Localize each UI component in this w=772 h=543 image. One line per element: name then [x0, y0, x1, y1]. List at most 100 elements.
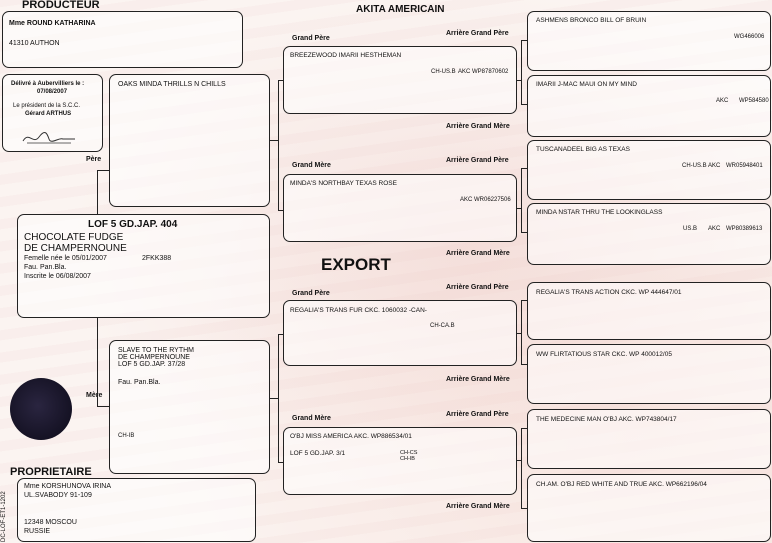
connector-line	[97, 318, 99, 406]
ggp2-name: IMARII J-MAC MAUI ON MY MIND	[536, 81, 637, 88]
great-grandparent-box-5: REGALIA'S TRANS ACTION CKC. WP 444647/01	[527, 282, 771, 340]
grand-pere-label-2: Grand Père	[292, 290, 330, 297]
dam-name-line2: DE CHAMPERNOUNE	[118, 354, 190, 361]
connector-line	[521, 168, 527, 170]
connector-line	[521, 40, 523, 104]
dog-box: LOF 5 GD.JAP. 404 CHOCOLATE FUDGE DE CHA…	[17, 214, 270, 318]
sire-name: OAKS MINDA THRILLS N CHILLS	[118, 81, 226, 88]
arriere-grand-mere-label-2: Arrière Grand Mère	[446, 250, 510, 257]
gm1-name: MINDA'S NORTHBAY TEXAS ROSE	[290, 180, 397, 187]
ggp1-name: ASHMENS BRONCO BILL OF BRUIN	[536, 17, 647, 24]
connector-line	[270, 140, 278, 142]
connector-line	[278, 210, 283, 212]
proprietaire-heading: PROPRIETAIRE	[10, 466, 92, 478]
great-grandparent-box-3: TUSCANADEEL BIG AS TEXAS CH-US.B AKC WR0…	[527, 140, 771, 200]
ggp4-title: US.B	[683, 226, 698, 232]
dog-birth: Femelle née le 05/01/2007	[24, 255, 107, 262]
grand-mere-label-2: Grand Mère	[292, 415, 331, 422]
connector-line	[521, 428, 523, 508]
connector-line	[278, 80, 280, 210]
ggp3-title: CH-US.B	[682, 163, 707, 169]
arriere-grand-mere-label-4: Arrière Grand Mère	[446, 503, 510, 510]
connector-line	[517, 80, 522, 82]
connector-line	[521, 508, 527, 510]
ggp8-name: CH.AM. O'BJ RED WHITE AND TRUE AKC. WP66…	[536, 481, 707, 488]
gp1-title: CH-US.B	[431, 69, 456, 75]
mere-label: Mère	[86, 392, 103, 399]
connector-line	[521, 232, 527, 234]
gm2-title1: CH-CS	[400, 450, 418, 456]
proprietaire-name: Mme KORSHUNOVA IRINA	[24, 483, 111, 490]
delivery-line1: Délivré à Aubervilliers le :	[11, 81, 85, 87]
arriere-grand-mere-label-3: Arrière Grand Mère	[446, 376, 510, 383]
ggp4-name: MINDA NSTAR THRU THE LOOKINGLASS	[536, 209, 663, 216]
ggp2-org: AKC	[716, 98, 729, 104]
sire-box: OAKS MINDA THRILLS N CHILLS	[109, 74, 270, 207]
great-grandparent-box-2: IMARII J-MAC MAUI ON MY MIND AKC WP58458…	[527, 75, 771, 137]
gp2-name: REGALIA'S TRANS FUR CKC. 1060032 -CAN-	[290, 307, 427, 314]
signature-image	[22, 132, 75, 144]
dog-tattoo: 2FKK388	[142, 255, 172, 262]
great-grandparent-box-8: CH.AM. O'BJ RED WHITE AND TRUE AKC. WP66…	[527, 474, 771, 542]
ggp7-name: THE MEDECINE MAN O'BJ AKC. WP743804/17	[536, 416, 677, 423]
connector-line	[97, 170, 99, 214]
connector-line	[521, 104, 527, 106]
connector-line	[521, 168, 523, 232]
connector-line	[517, 208, 522, 210]
connector-line	[521, 300, 523, 364]
great-grandparent-box-7: THE MEDECINE MAN O'BJ AKC. WP743804/17	[527, 409, 771, 469]
dam-lof: LOF 5 GD.JAP. 37/28	[118, 361, 186, 368]
dam-name-line1: SLAVE TO THE RYTHM	[118, 347, 194, 354]
dam-title: CH-IB	[118, 433, 135, 439]
export-stamp: EXPORT	[321, 255, 391, 274]
producteur-name: Mme ROUND KATHARINA	[9, 20, 96, 27]
producteur-address: 41310 AUTHON	[9, 40, 60, 47]
pere-label: Père	[86, 156, 102, 163]
delivery-line2: Le président de la S.C.C.	[13, 103, 81, 109]
connector-line	[521, 428, 527, 430]
ggp3-name: TUSCANADEEL BIG AS TEXAS	[536, 146, 630, 153]
grandparent-box-2: MINDA'S NORTHBAY TEXAS ROSE AKC WR062275…	[283, 174, 517, 242]
dog-color: Fau. Pan.Bla.	[24, 264, 67, 271]
arriere-grand-pere-label-1: Arrière Grand Père	[446, 30, 509, 37]
connector-line	[521, 364, 527, 366]
dog-name-line1: CHOCOLATE FUDGE	[24, 232, 124, 243]
producteur-box: Mme ROUND KATHARINA 41310 AUTHON	[2, 11, 243, 68]
ggp3-org: AKC	[708, 163, 721, 169]
gm2-lof: LOF 5 GD.JAP. 3/1	[290, 450, 346, 457]
ggp1-reg: WG466006	[734, 34, 765, 40]
great-grandparent-box-1: ASHMENS BRONCO BILL OF BRUIN WG466006	[527, 11, 771, 71]
great-grandparent-box-4: MINDA NSTAR THRU THE LOOKINGLASS US.B AK…	[527, 203, 771, 265]
ggp4-reg: WP80389613	[726, 226, 763, 232]
gp2-title: CH-CA.B	[430, 323, 455, 329]
great-grandparent-box-6: WW FLIRTATIOUS STAR CKC. WP 400012/05	[527, 344, 771, 404]
connector-line	[278, 80, 283, 82]
proprietaire-country: RUSSIE	[24, 528, 51, 535]
gm1-reg: AKC WR06227506	[460, 197, 511, 203]
delivery-president: Gérard ARTHUS	[25, 111, 72, 117]
side-code: DC-LOF-ET1-1202	[1, 491, 7, 542]
delivery-box: Délivré à Aubervilliers le : 07/08/2007 …	[2, 74, 103, 152]
ggp5-name: REGALIA'S TRANS ACTION CKC. WP 444647/01	[536, 289, 682, 296]
dam-color: Fau. Pan.Bla.	[118, 379, 161, 386]
connector-line	[517, 460, 522, 462]
proprietaire-street: UL.SVABODY 91-109	[24, 492, 92, 499]
grand-pere-label-1: Grand Père	[292, 35, 330, 42]
arriere-grand-pere-label-3: Arrière Grand Père	[446, 284, 509, 291]
dog-lof: LOF 5 GD.JAP. 404	[88, 219, 178, 230]
dog-inscrite: Inscrite le 06/08/2007	[24, 273, 91, 280]
proprietaire-box: Mme KORSHUNOVA IRINA UL.SVABODY 91-109 1…	[17, 478, 256, 542]
ggp2-reg: WP584580	[739, 98, 769, 104]
grandparent-box-3: REGALIA'S TRANS FUR CKC. 1060032 -CAN- C…	[283, 300, 517, 366]
official-seal-image	[10, 378, 72, 440]
connector-line	[270, 398, 278, 400]
arriere-grand-pere-label-4: Arrière Grand Père	[446, 411, 509, 418]
arriere-grand-mere-label-1: Arrière Grand Mère	[446, 123, 510, 130]
ggp4-org: AKC	[708, 226, 721, 232]
connector-line	[517, 333, 522, 335]
ggp6-name: WW FLIRTATIOUS STAR CKC. WP 400012/05	[536, 351, 672, 358]
dam-box: SLAVE TO THE RYTHM DE CHAMPERNOUNE LOF 5…	[109, 340, 270, 474]
ggp3-reg: WR05948401	[726, 163, 763, 169]
breed-title: AKITA AMERICAIN	[356, 4, 445, 15]
gp1-name: BREEZEWOOD IMARII HESTHEMAN	[290, 52, 402, 59]
